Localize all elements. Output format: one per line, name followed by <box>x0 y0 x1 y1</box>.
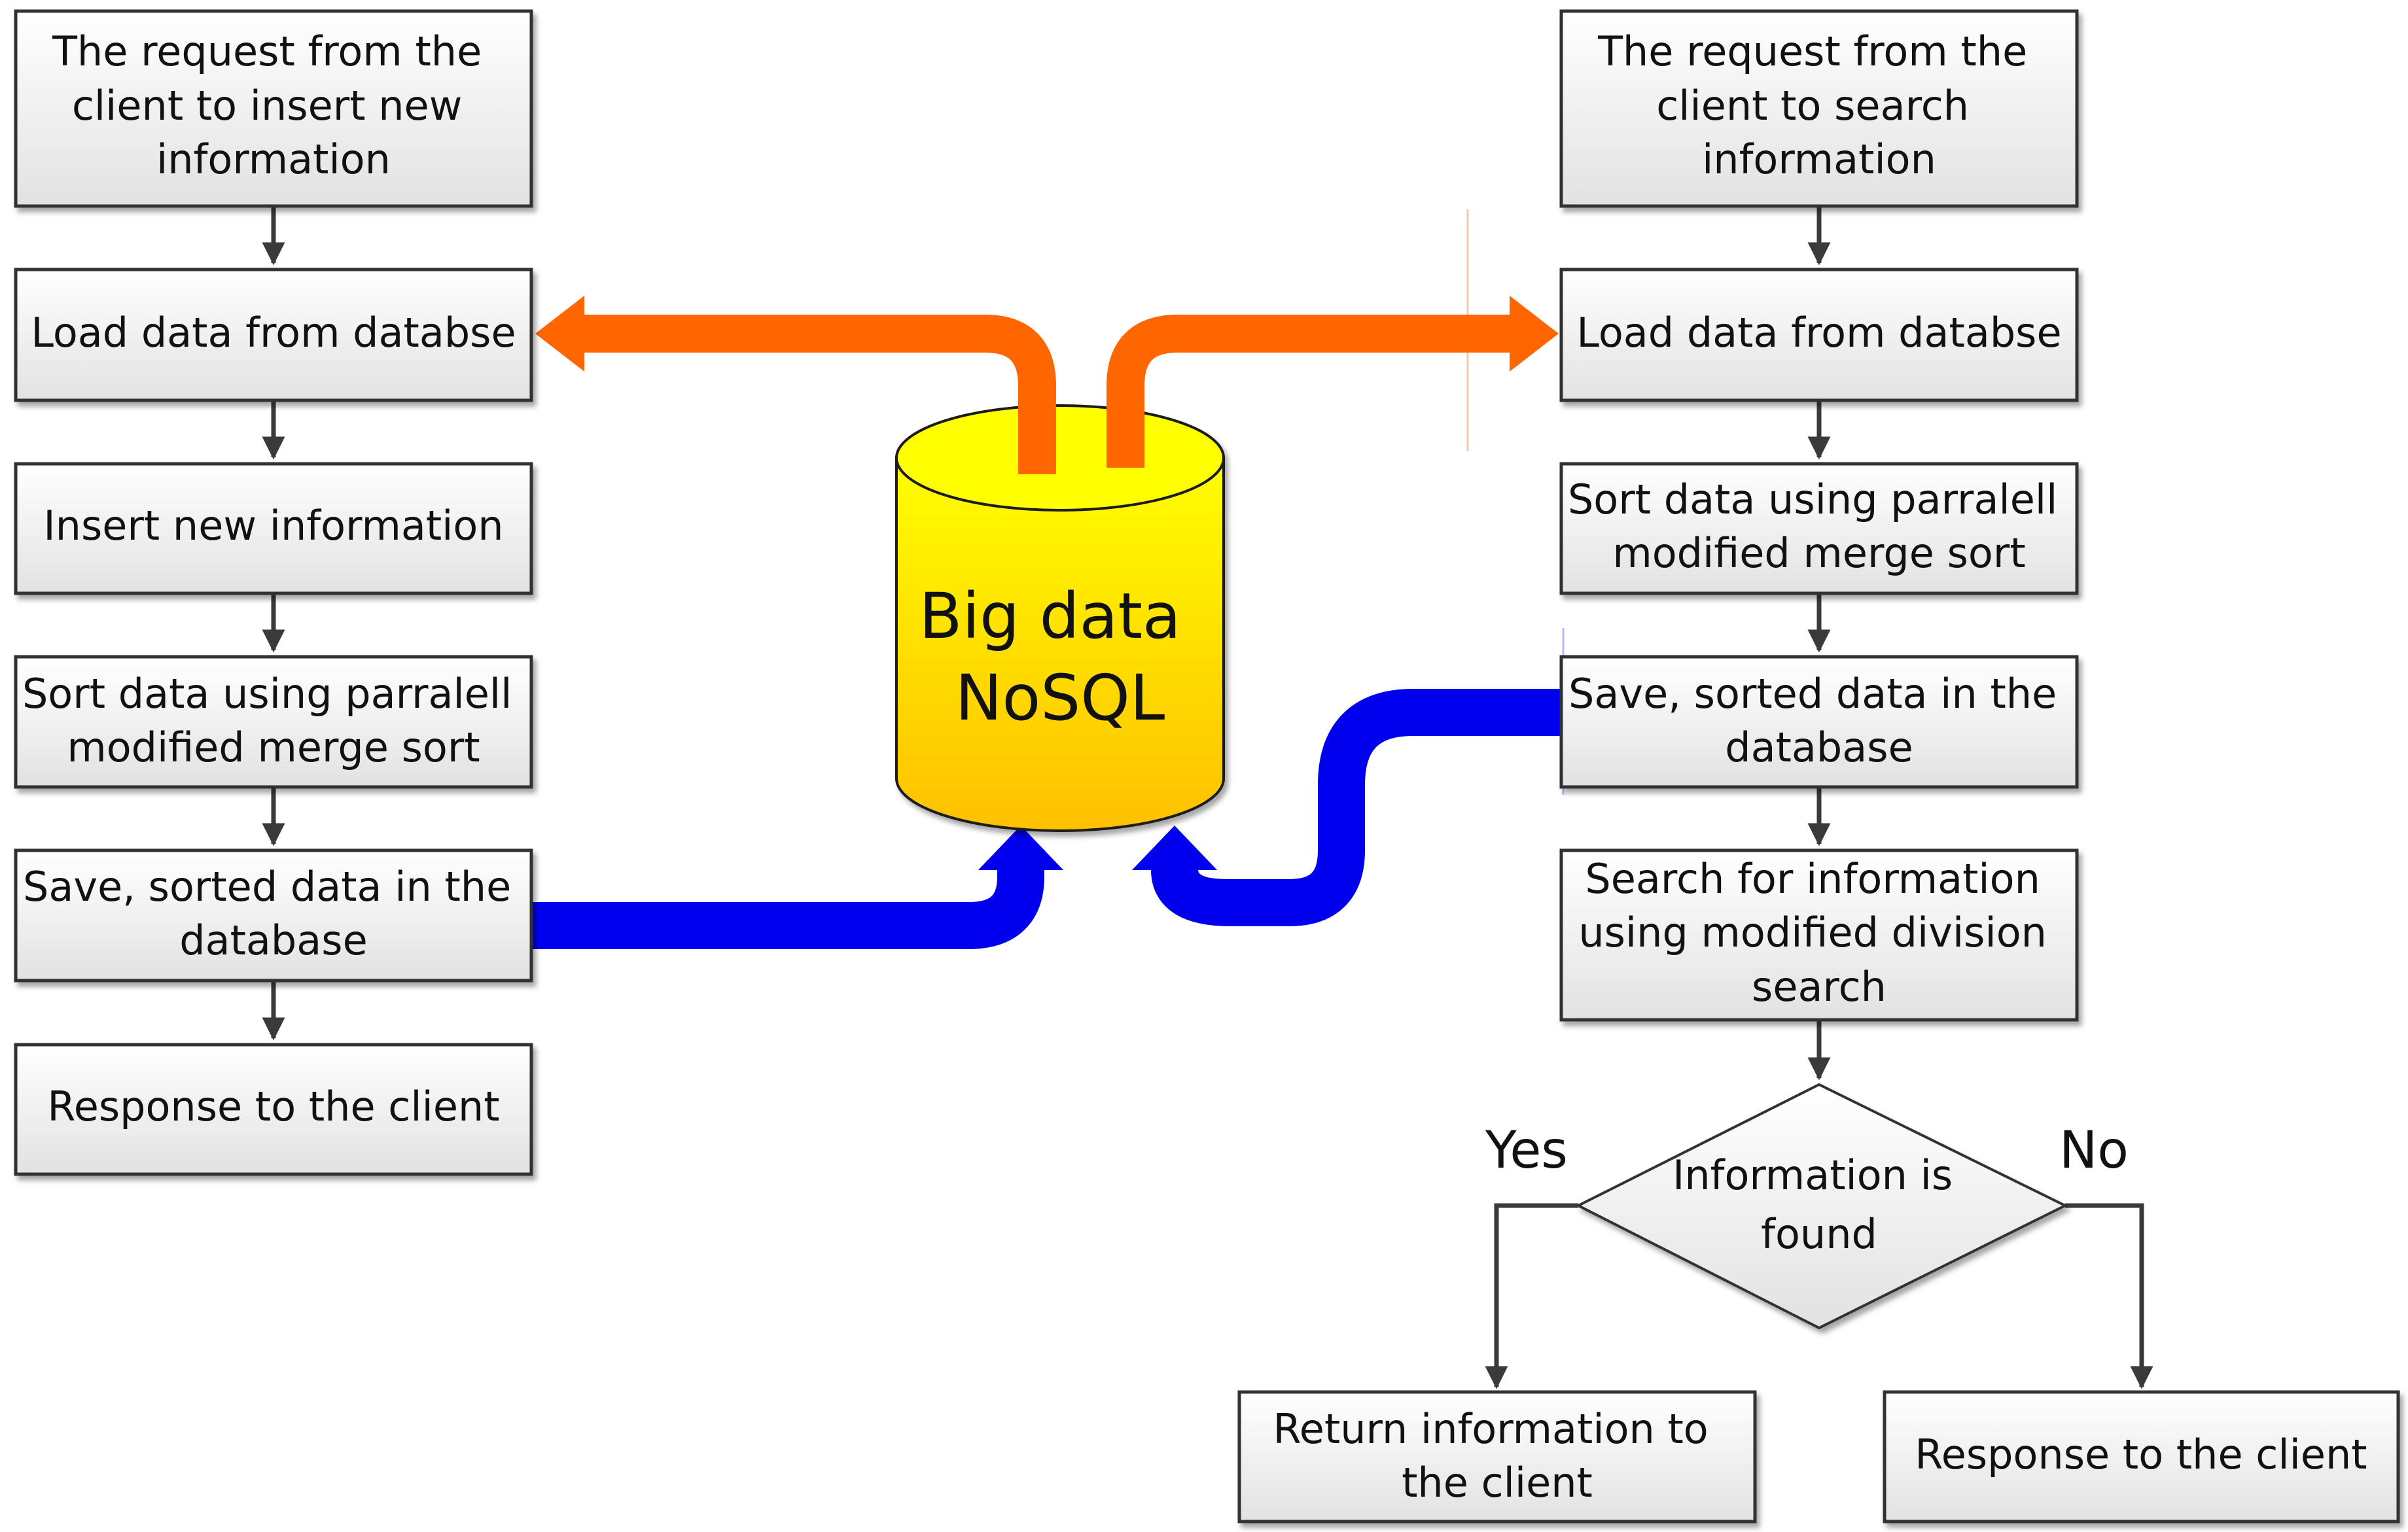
database-label: Big data NoSQL <box>919 580 1201 735</box>
blue-flow-left <box>531 853 1044 949</box>
orange-flow-right <box>1107 315 1512 468</box>
right-sort-text: Sort data using parralell modified merge… <box>1568 476 2070 577</box>
right-response-box <box>1883 1390 2400 1523</box>
left-save-box <box>14 848 533 983</box>
decision-text: Information is found <box>1673 1151 1966 1258</box>
right-search-text: Search for information using modified di… <box>1578 855 2059 1011</box>
no-label: No <box>2059 1121 2129 1180</box>
orange-flow-left <box>576 315 1056 474</box>
database-label-line-2: NoSQL <box>955 661 1165 735</box>
connector-yes-branch <box>1485 1203 1578 1389</box>
left-sort-box <box>14 655 533 789</box>
right-save-box <box>1559 655 2079 789</box>
left-insert-text: Insert new information <box>43 502 503 549</box>
right-load-text: Load data from databse <box>1576 309 2061 357</box>
right-request-box <box>1559 9 2079 208</box>
right-flow: The request from the client to search in… <box>1237 9 2400 1523</box>
left-save-text: Save, sorted data in the database <box>23 863 524 964</box>
left-request-text: The request from the client to insert ne… <box>52 27 495 183</box>
decision-diamond <box>1575 1083 2068 1330</box>
database-label-line-1: Big data <box>919 580 1181 653</box>
orange-flows <box>535 296 1559 474</box>
left-response-text: Response to the client <box>47 1083 499 1130</box>
left-flow: The request from the client to insert ne… <box>14 9 533 1176</box>
return-info-box <box>1237 1390 1757 1523</box>
cylinder-top <box>895 404 1225 512</box>
connector-no-branch <box>2065 1203 2153 1389</box>
left-load-box <box>14 268 533 402</box>
right-save-text: Save, sorted data in the database <box>1568 670 2070 771</box>
right-load-box <box>1559 268 2079 402</box>
right-response-text: Response to the client <box>1915 1431 2367 1478</box>
connectors <box>262 206 2153 1389</box>
yes-label: Yes <box>1485 1121 1568 1180</box>
blue-flow-left-head <box>978 826 1063 870</box>
orange-flow-right-head <box>1510 296 1559 372</box>
left-response-box <box>14 1043 533 1176</box>
blue-flows <box>531 689 1564 949</box>
left-request-box <box>14 9 533 208</box>
right-sort-box <box>1559 462 2079 595</box>
blue-flow-right <box>1151 689 1564 926</box>
blue-flow-right-head <box>1132 826 1217 870</box>
right-search-box <box>1559 848 2079 1022</box>
right-request-text: The request from the client to search in… <box>1597 27 2040 183</box>
left-insert-box <box>14 462 533 595</box>
left-sort-text: Sort data using parralell modified merge… <box>22 670 525 771</box>
return-info-text: Return information to the client <box>1273 1405 1722 1506</box>
left-load-text: Load data from databse <box>31 309 516 357</box>
orange-flow-left-head <box>535 296 584 372</box>
cylinder-body <box>895 457 1225 832</box>
